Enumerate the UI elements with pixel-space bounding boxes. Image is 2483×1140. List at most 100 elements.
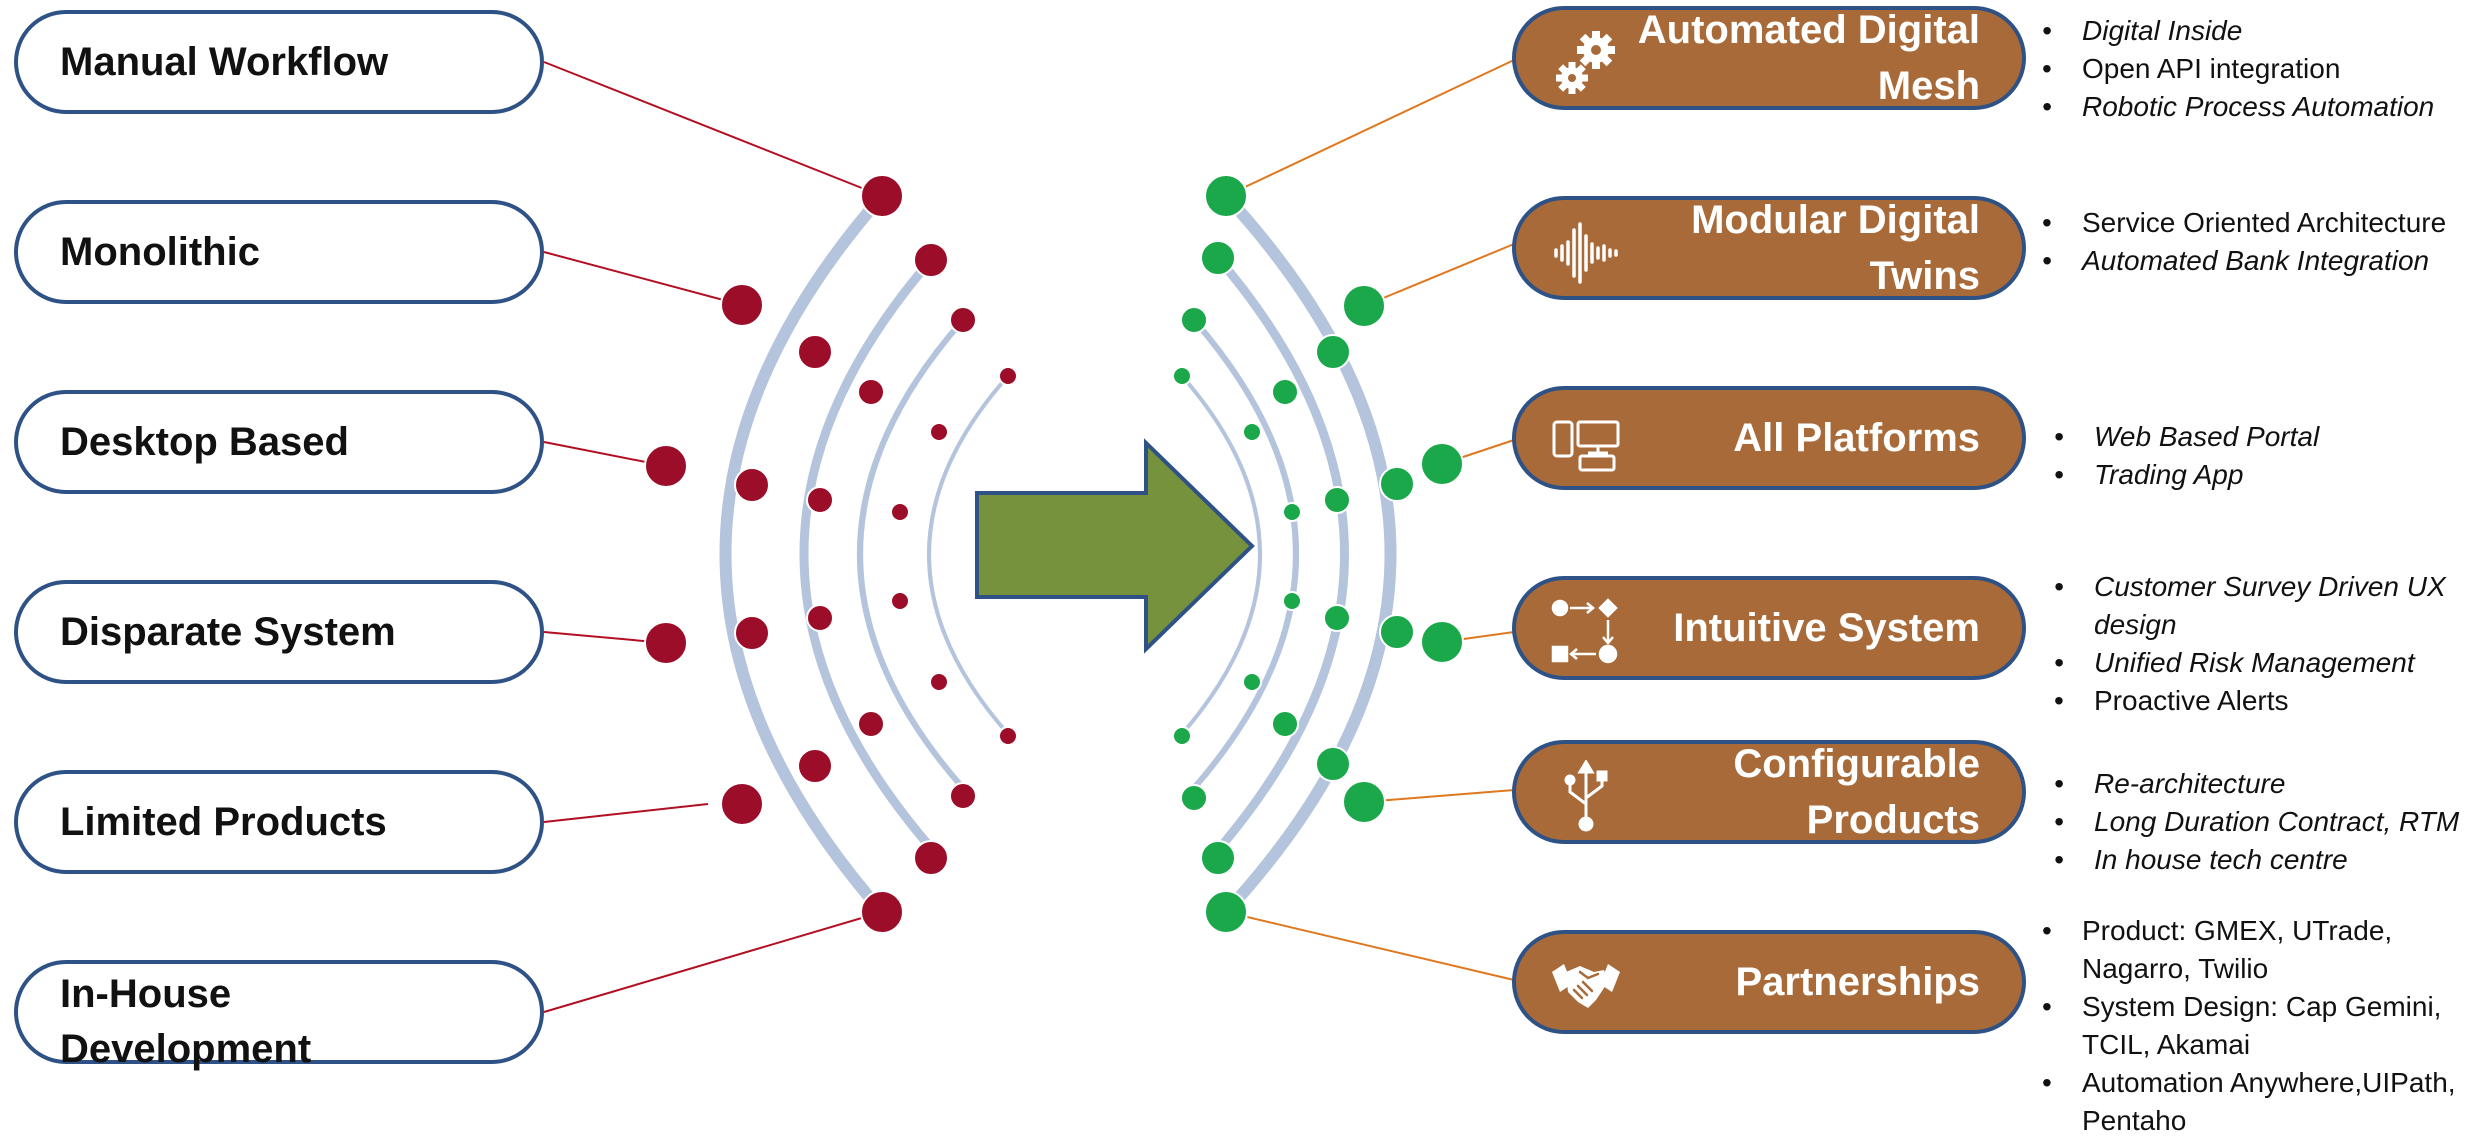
left-dot xyxy=(860,890,904,934)
legacy-item-monolithic: Monolithic xyxy=(14,200,544,304)
legacy-label: Limited Products xyxy=(60,799,387,844)
bullet-item: Unified Risk Management xyxy=(2054,644,2464,682)
target-item-modular-digital-twins: Modular Digital Twins xyxy=(1512,196,2026,300)
left-dot xyxy=(913,840,949,876)
bullet-item: Open API integration xyxy=(2042,50,2472,88)
legacy-label: Monolithic xyxy=(60,229,260,274)
right-dot xyxy=(1172,726,1192,746)
left-dot xyxy=(857,710,885,738)
target-label: All Platforms xyxy=(1733,416,1980,460)
right-arc-2 xyxy=(1213,253,1349,855)
bullets-partnerships: Product: GMEX, UTrade, Nagarro, Twilio S… xyxy=(2042,912,2462,1140)
bullet-item: Trading App xyxy=(2054,456,2464,494)
left-dot xyxy=(890,591,910,611)
right-dot xyxy=(1323,486,1351,514)
bullet-item: Digital Inside xyxy=(2042,12,2472,50)
left-dot xyxy=(998,726,1018,746)
connector-in-house-development xyxy=(543,911,883,1013)
right-dot xyxy=(1282,591,1302,611)
target-item-intuitive-system: Intuitive System xyxy=(1512,576,2026,680)
flow-icon xyxy=(1551,598,1618,664)
target-item-partnerships: Partnerships xyxy=(1512,930,2026,1034)
left-dot xyxy=(734,467,770,503)
target-item-automated-digital-mesh: Automated Digital Mesh xyxy=(1512,6,2026,110)
connector-automated-digital-mesh xyxy=(1225,59,1515,197)
left-dot xyxy=(797,334,833,370)
bullet-item: Long Duration Contract, RTM xyxy=(2054,803,2464,841)
left-connectors xyxy=(543,61,883,1013)
legacy-item-in-house-development: In-House Development xyxy=(14,960,544,1071)
bullets-modular-digital-twins: Service Oriented Architecture Automated … xyxy=(2042,204,2472,280)
legacy-label: In-House Development xyxy=(60,972,312,1071)
left-dot xyxy=(857,378,885,406)
bullet-item: Service Oriented Architecture xyxy=(2042,204,2472,242)
left-arc-2 xyxy=(799,255,936,853)
legacy-item-disparate-system: Disparate System xyxy=(14,580,544,684)
handshake-icon xyxy=(1552,964,1620,1008)
target-label: Automated Digital Mesh xyxy=(1637,8,1980,108)
right-dots xyxy=(1172,174,1464,934)
right-dot xyxy=(1271,710,1299,738)
left-arc-1 xyxy=(719,190,888,918)
left-arc-3 xyxy=(857,317,966,791)
right-arc-1 xyxy=(1220,190,1397,918)
left-dot xyxy=(806,604,834,632)
right-dot xyxy=(1242,672,1262,692)
right-dot xyxy=(1180,306,1208,334)
bullets-all-platforms: Web Based Portal Trading App xyxy=(2054,418,2464,494)
right-dot xyxy=(1200,240,1236,276)
left-dot xyxy=(720,782,764,826)
right-dot xyxy=(1323,604,1351,632)
left-arcs xyxy=(719,190,1010,918)
target-item-all-platforms: All Platforms xyxy=(1512,386,2026,490)
right-dot xyxy=(1420,442,1464,486)
right-dot xyxy=(1342,780,1386,824)
transition-arrow xyxy=(975,438,1255,654)
right-dot xyxy=(1282,502,1302,522)
bullet-item: Customer Survey Driven UX design xyxy=(2054,568,2464,644)
legacy-label: Disparate System xyxy=(60,609,396,654)
legacy-item-manual-workflow: Manual Workflow xyxy=(14,10,544,114)
left-dot xyxy=(644,444,688,488)
soundwave-icon xyxy=(1554,222,1618,284)
left-dot xyxy=(720,283,764,327)
left-dot xyxy=(929,672,949,692)
left-dot xyxy=(806,486,834,514)
right-dot xyxy=(1420,620,1464,664)
right-dot xyxy=(1180,784,1208,812)
right-dot xyxy=(1204,890,1248,934)
right-dot xyxy=(1204,174,1248,218)
legacy-label: Desktop Based xyxy=(60,419,349,464)
left-dot xyxy=(949,306,977,334)
legacy-item-desktop-based: Desktop Based xyxy=(14,390,544,494)
right-arc-4 xyxy=(1180,374,1262,736)
devices-icon xyxy=(1552,420,1620,472)
connector-partnerships xyxy=(1225,911,1515,981)
bullets-configurable-products: Re-architecture Long Duration Contract, … xyxy=(2054,765,2464,879)
connector-configurable-products xyxy=(1363,789,1515,803)
bullets-automated-digital-mesh: Digital Inside Open API integration Robo… xyxy=(2042,12,2472,126)
right-dot xyxy=(1200,840,1236,876)
right-dot xyxy=(1315,746,1351,782)
left-dot xyxy=(998,366,1018,386)
left-dot xyxy=(929,422,949,442)
right-dot xyxy=(1315,334,1351,370)
left-dot xyxy=(734,615,770,651)
right-dot xyxy=(1242,422,1262,442)
legacy-item-limited-products: Limited Products xyxy=(14,770,544,874)
right-dot xyxy=(1342,284,1386,328)
left-dot xyxy=(949,782,977,810)
left-arc-4 xyxy=(927,374,1010,736)
left-dot xyxy=(860,174,904,218)
bullet-item: Automation Anywhere,UIPath, Pentaho xyxy=(2042,1064,2462,1140)
target-label: Modular Digital Twins xyxy=(1691,198,1980,298)
right-dot xyxy=(1379,466,1415,502)
usb-icon xyxy=(1564,760,1608,832)
bullets-intuitive-system: Customer Survey Driven UX design Unified… xyxy=(2054,568,2464,720)
connector-manual-workflow xyxy=(543,61,883,197)
target-label: Configurable Products xyxy=(1733,742,1980,842)
left-dot xyxy=(644,621,688,665)
bullet-item: Web Based Portal xyxy=(2054,418,2464,456)
bullet-item: In house tech centre xyxy=(2054,841,2464,879)
